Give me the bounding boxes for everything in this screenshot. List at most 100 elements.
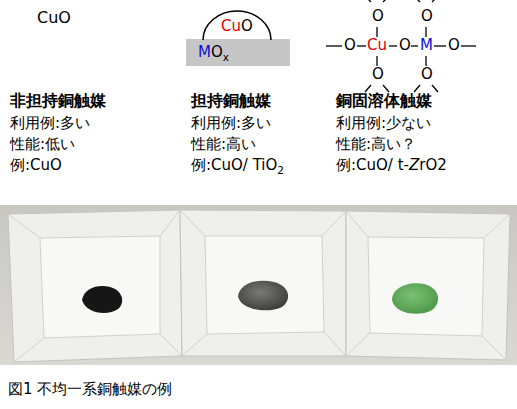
bond [414, 0, 420, 2]
bond [376, 27, 377, 37]
tray-edge [14, 338, 44, 362]
bond [365, 0, 371, 2]
dome-arc [203, 11, 271, 40]
tray-edge [8, 214, 40, 238]
text-label: O [448, 37, 460, 54]
text-label: 性能:高い [191, 136, 256, 153]
text-run: 利用例:多い [10, 114, 90, 132]
tray-floor [40, 236, 160, 338]
tray-edge [182, 334, 207, 356]
text-run: 例:CuO/ t- [336, 156, 409, 174]
tray [180, 210, 346, 356]
text-run: 担持銅触媒 [191, 91, 271, 110]
text-label: 例:CuO/ t-ZrO2 [336, 157, 447, 174]
bond [411, 45, 418, 46]
tray [346, 211, 510, 360]
text-label: 例:CuO/ TiO2 [191, 157, 284, 176]
text-label: Cu [367, 37, 387, 54]
sample-photo [0, 205, 517, 365]
text-label: O [399, 37, 411, 54]
text-run: O [421, 7, 433, 25]
column-heading: 銅固溶体触媒 [336, 92, 432, 110]
text-label: 利用例:少ない [336, 115, 431, 132]
tray [8, 210, 182, 362]
bond [376, 56, 377, 66]
text-run: O [211, 43, 223, 61]
bond [425, 27, 426, 37]
bond [326, 45, 342, 46]
tray-edge [484, 214, 510, 238]
bond [432, 0, 438, 2]
bond [461, 45, 476, 46]
text-run: 例:CuO [10, 156, 62, 174]
text-run: M [198, 43, 211, 61]
text-run: 性能:高い [191, 135, 256, 153]
bond-lines [326, 0, 476, 92]
node-label: MOx [198, 44, 229, 64]
tray-edge [346, 211, 368, 237]
text-run: M [420, 36, 433, 54]
node-label: CuO [202, 18, 272, 35]
text-label: O [344, 37, 356, 54]
text-run: 例:CuO/ TiO [191, 156, 277, 174]
text-run: 性能:低い [10, 135, 75, 153]
tray-edge [180, 210, 205, 236]
tray-edge [160, 210, 180, 236]
text-label: 利用例:多い [191, 115, 271, 132]
text-run: 性能:高い？ [336, 135, 416, 153]
text-label: 利用例:多い [10, 115, 90, 132]
bond [432, 85, 438, 92]
text-run: 銅固溶体触媒 [336, 91, 432, 110]
black-powder [82, 286, 122, 313]
text-run: O [241, 17, 253, 35]
text-run: CuO [37, 8, 71, 27]
bond [425, 56, 426, 66]
tray-edge [160, 334, 182, 356]
grey-powder [238, 281, 288, 311]
tray-floor [368, 237, 484, 336]
text-run: O [344, 36, 356, 54]
tray-floor [205, 236, 324, 334]
text-label: 例:CuO [10, 157, 62, 174]
tray-edge [346, 333, 370, 356]
text-run: O [372, 7, 384, 25]
column-heading: 担持銅触媒 [191, 92, 271, 110]
particle-dome: CuO [202, 10, 272, 40]
text-label: O [372, 66, 384, 83]
text-run: Z [409, 156, 419, 174]
bond [383, 85, 389, 92]
photo-background [0, 205, 517, 365]
text-run: O [372, 65, 384, 83]
figure-caption: 図1 不均一系銅触媒の例 [8, 380, 172, 399]
text-run: 非担持銅触媒 [10, 91, 106, 110]
text-run: x [223, 51, 229, 63]
text-label: O [421, 8, 433, 25]
text-label: 性能:高い？ [336, 136, 416, 153]
text-label: M [420, 37, 433, 54]
tray-edge [322, 211, 346, 236]
text-run: 利用例:多い [191, 114, 271, 132]
text-run: O [399, 36, 411, 54]
support-block: MOx [186, 39, 290, 66]
text-run: rO2 [419, 156, 447, 174]
text-run: 2 [277, 164, 284, 176]
text-run: 利用例:少ない [336, 114, 431, 132]
text-run: O [421, 65, 433, 83]
bond [414, 85, 420, 92]
column-heading: 非担持銅触媒 [10, 92, 106, 110]
text-label: O [372, 8, 384, 25]
tray-edge [482, 336, 506, 360]
bond [357, 45, 366, 46]
bond [434, 45, 446, 46]
bond [383, 0, 389, 2]
green-powder [392, 283, 438, 314]
text-label: 性能:低い [10, 136, 75, 153]
text-run: Cu [221, 17, 241, 35]
text-run: Cu [367, 36, 387, 54]
text-label: O [421, 66, 433, 83]
tray-edge [324, 332, 346, 356]
bond [365, 85, 371, 92]
text-run: O [448, 36, 460, 54]
bond [389, 45, 397, 46]
